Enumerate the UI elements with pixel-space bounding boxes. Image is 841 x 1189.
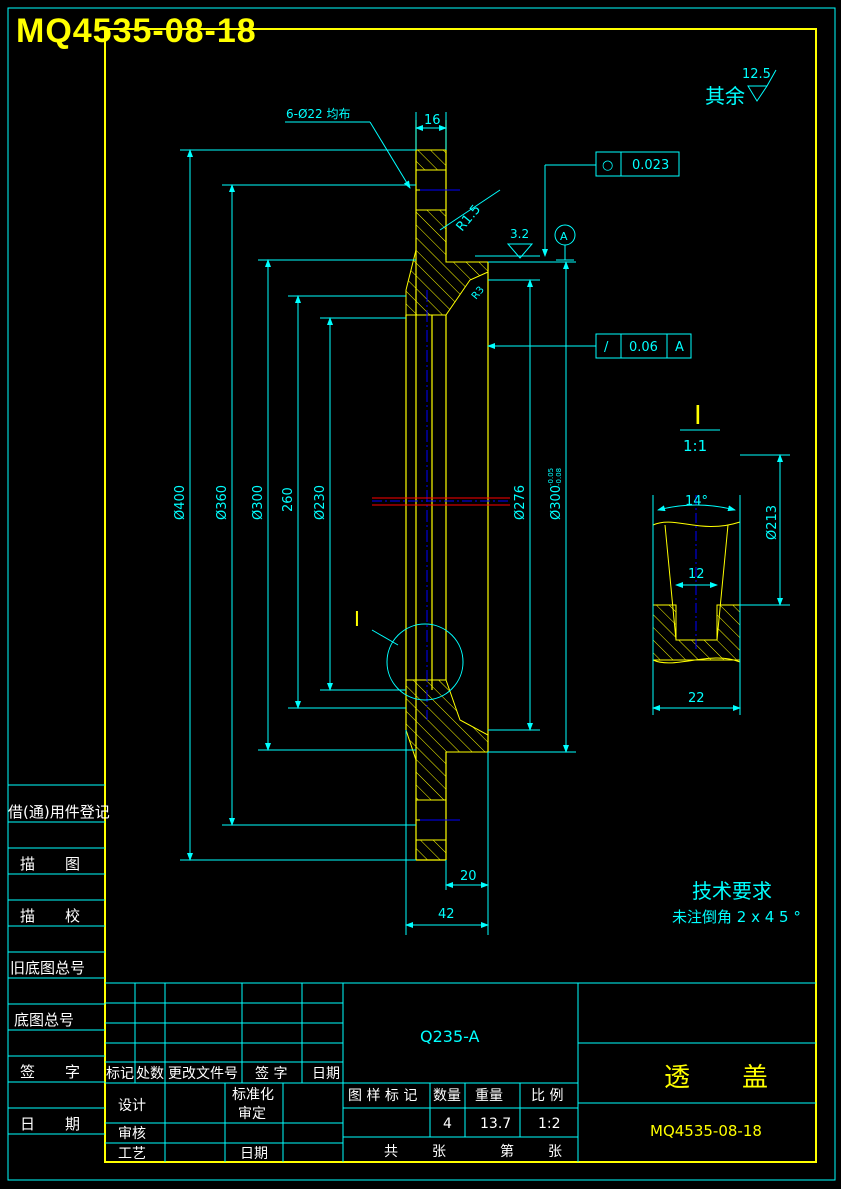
role-process: 工艺 <box>118 1146 146 1162</box>
detail-label: I <box>694 401 702 431</box>
rev-header: 标记 <box>106 1066 134 1082</box>
hatch-top <box>415 149 447 171</box>
dim-260: 260 <box>281 487 296 512</box>
tech-req-note: 未注倒角 2 x 4 5 ° <box>672 908 801 926</box>
dim-d300-tol: Ø300 <box>549 485 564 520</box>
detail-12: 12 <box>688 567 705 582</box>
runout-value: 0.06 <box>629 340 658 355</box>
sheet-unit: 张 <box>432 1144 446 1160</box>
detail-callout: I <box>354 607 360 631</box>
left-strip <box>8 784 105 1135</box>
strip-label: 底图总号 <box>14 1011 74 1029</box>
role-approve: 审定 <box>238 1106 266 1122</box>
detail-angle: 14° <box>685 494 708 509</box>
drawing-frame <box>104 28 817 1163</box>
tolerance-frames <box>506 69 777 359</box>
strip-label: 日 期 <box>20 1115 80 1133</box>
strip-label: 签 字 <box>20 1063 80 1081</box>
rev-header: 处数 <box>136 1066 164 1082</box>
roundness-value: 0.023 <box>632 158 669 173</box>
rev-header: 更改文件号 <box>168 1066 238 1082</box>
detail-circle <box>386 623 464 701</box>
attr-value: 13.7 <box>480 1116 511 1132</box>
dim-20: 20 <box>460 869 477 884</box>
roughness-label: 其余 <box>705 84 745 108</box>
strip-label: 描 图 <box>20 855 80 873</box>
attr-header: 重量 <box>475 1088 503 1104</box>
drawing-number-banner: MQ4535-08-18 <box>16 12 257 50</box>
detail-d213: Ø213 <box>765 505 780 540</box>
detail-22: 22 <box>688 691 705 706</box>
detail-scale: 1:1 <box>683 437 707 455</box>
sheet-num: 第 <box>500 1143 514 1160</box>
roundness-symbol: ○ <box>602 158 613 173</box>
hatch-bottom-body <box>405 679 489 801</box>
detail-view: I 1:1 14° 12 22 Ø213 <box>652 401 790 715</box>
hatch-bottom <box>415 839 447 861</box>
dim-d300-tol-sub: -0.08 <box>555 468 563 486</box>
role-design: 设计 <box>118 1098 146 1114</box>
dim-d300: Ø300 <box>251 485 266 520</box>
title-block <box>105 982 816 1162</box>
role-check: 审核 <box>118 1126 146 1142</box>
dim-d400: Ø400 <box>173 485 188 520</box>
dim-d276: Ø276 <box>513 485 528 520</box>
attr-header: 数量 <box>433 1088 461 1104</box>
tech-req-title: 技术要求 <box>692 879 772 903</box>
rough-32: 3.2 <box>510 227 529 241</box>
dim-d230: Ø230 <box>313 485 328 520</box>
dim-16: 16 <box>424 113 441 128</box>
dim-42: 42 <box>438 907 455 922</box>
dim-r15: R1.5 <box>454 202 485 234</box>
attr-value: 4 <box>443 1116 452 1132</box>
role-standard: 标准化 <box>232 1087 274 1103</box>
dim-r3: R3 <box>470 285 487 302</box>
section-view: I <box>354 120 510 861</box>
sheet-unit: 张 <box>548 1144 562 1160</box>
part-name: 透 盖 <box>664 1063 768 1093</box>
sheet-total: 共 <box>384 1144 398 1160</box>
roughness-value: 12.5 <box>742 67 771 82</box>
attr-value: 1:2 <box>538 1116 561 1132</box>
attr-header: 图 样 标 记 <box>348 1088 417 1104</box>
rev-header: 日期 <box>312 1066 340 1082</box>
sheet-border <box>7 7 836 1181</box>
role-date: 日期 <box>240 1146 268 1162</box>
datum-label: A <box>560 230 568 243</box>
attr-header: 比 例 <box>531 1088 563 1104</box>
strip-label: 借(通)用件登记 <box>8 803 110 821</box>
strip-label: 描 校 <box>20 907 80 925</box>
holes-note: 6-Ø22 均布 <box>286 107 351 121</box>
material: Q235-A <box>420 1027 480 1046</box>
part-code: MQ4535-08-18 <box>650 1122 762 1140</box>
strip-label: 旧底图总号 <box>10 959 85 977</box>
dimensions <box>180 112 596 935</box>
runout-datum: A <box>675 340 684 355</box>
dim-d300-tol-sup: -0.05 <box>547 468 555 486</box>
rev-header: 签 字 <box>255 1065 287 1082</box>
runout-symbol: / <box>604 340 609 355</box>
dim-d360: Ø360 <box>215 485 230 520</box>
